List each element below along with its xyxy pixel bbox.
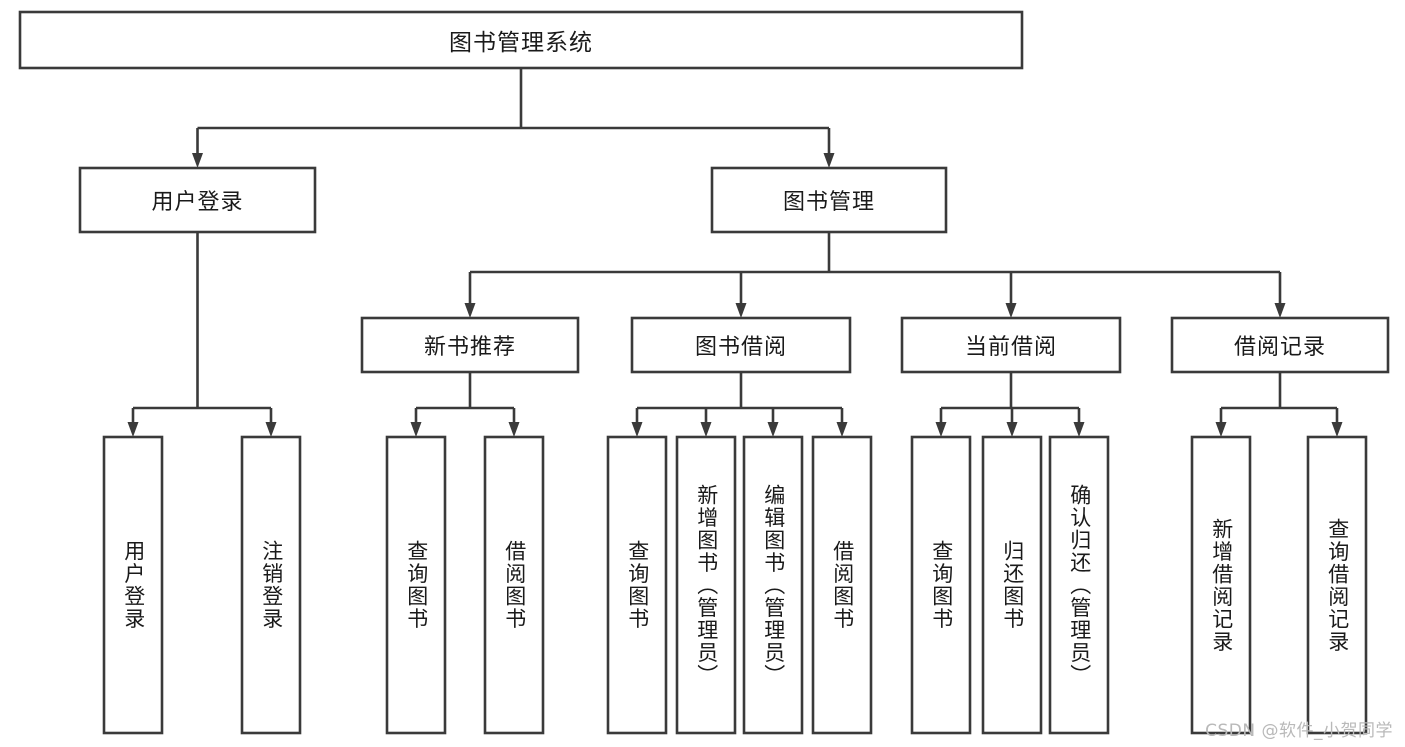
edge-group-l3_2 [935, 372, 1085, 437]
edge-group-l3_1 [631, 372, 848, 437]
node-l3_0-box[interactable] [360, 316, 580, 374]
node-leaf_11-box[interactable] [1190, 435, 1252, 735]
node-leaf_12-box[interactable] [1306, 435, 1368, 735]
node-leaf_8-box[interactable] [910, 435, 972, 735]
arrow-head-l3_3 [1274, 303, 1286, 318]
node-leaf_3-box[interactable] [483, 435, 545, 735]
arrow-head-leaf_10 [1073, 422, 1085, 437]
edge-group-l2_0 [127, 232, 277, 437]
node-layer [18, 10, 1390, 735]
arrow-head-leaf_0 [127, 422, 139, 437]
node-l3_1-box[interactable] [630, 316, 852, 374]
arrow-head-leaf_7 [836, 422, 848, 437]
node-leaf_10-box[interactable] [1048, 435, 1110, 735]
node-leaf_7-box[interactable] [811, 435, 873, 735]
node-leaf_6-box[interactable] [742, 435, 804, 735]
node-leaf_9-box[interactable] [981, 435, 1043, 735]
node-leaf_0-box[interactable] [102, 435, 164, 735]
arrow-head-leaf_12 [1331, 422, 1343, 437]
node-l3_3-box[interactable] [1170, 316, 1390, 374]
edge-group-root [192, 68, 835, 168]
arrow-head-leaf_4 [631, 422, 643, 437]
node-leaf_5-box[interactable] [675, 435, 737, 735]
node-leaf_4-box[interactable] [606, 435, 668, 735]
node-l3_2-box[interactable] [900, 316, 1122, 374]
arrow-head-l2_0 [192, 153, 203, 168]
edge-group-l2_1 [464, 232, 1286, 318]
arrow-head-leaf_1 [265, 422, 277, 437]
edge-group-l3_3 [1215, 372, 1343, 437]
arrow-head-leaf_8 [935, 422, 947, 437]
node-leaf_1-box[interactable] [240, 435, 302, 735]
arrow-head-l3_1 [735, 303, 747, 318]
node-leaf_2-box[interactable] [385, 435, 447, 735]
arrow-head-leaf_2 [410, 422, 422, 437]
node-root-box[interactable] [18, 10, 1024, 70]
node-l2_1-box[interactable] [710, 166, 948, 234]
arrow-head-leaf_9 [1006, 422, 1018, 437]
arrow-head-l3_0 [464, 303, 476, 318]
arrow-head-leaf_3 [508, 422, 520, 437]
connector-layer [127, 68, 1343, 437]
arrow-head-l2_1 [823, 153, 835, 168]
arrow-head-leaf_6 [767, 422, 779, 437]
arrow-head-l3_2 [1005, 303, 1017, 318]
node-l2_0-box[interactable] [78, 166, 317, 234]
arrow-head-leaf_11 [1215, 422, 1227, 437]
arrow-head-leaf_5 [700, 422, 712, 437]
edge-group-l3_0 [410, 372, 520, 437]
